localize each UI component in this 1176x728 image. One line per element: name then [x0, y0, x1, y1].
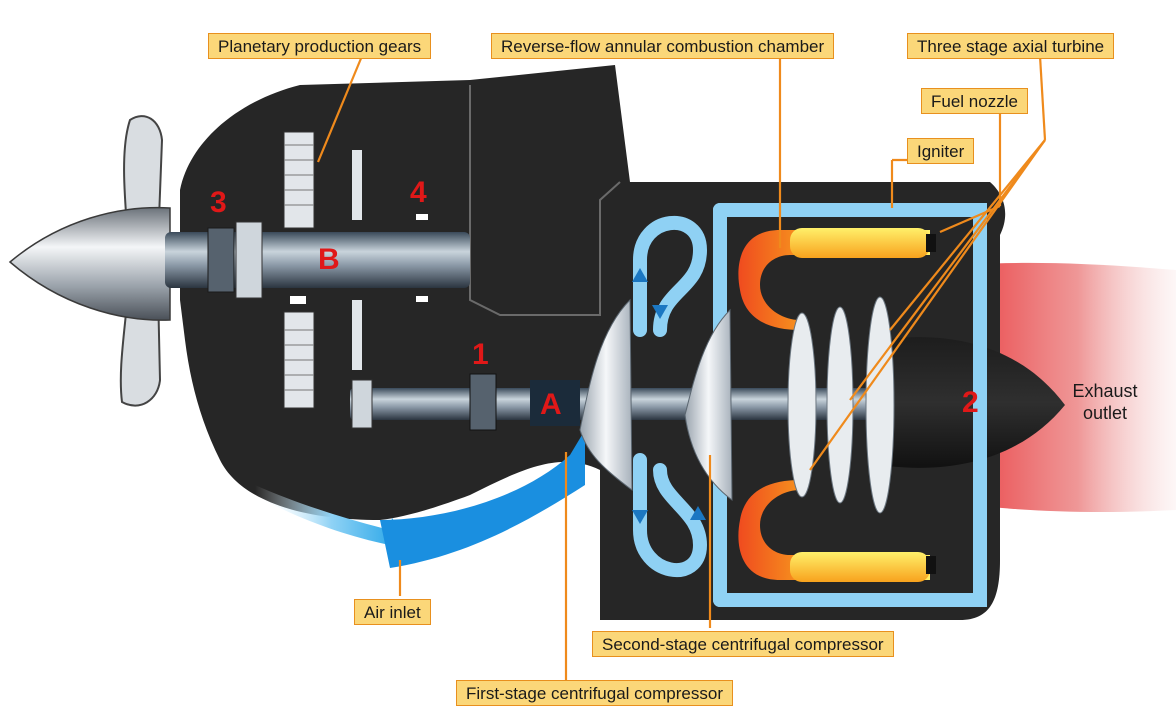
combustion-chamber-top [738, 228, 930, 330]
callout-leaders [316, 55, 1047, 680]
marker-a: A [540, 388, 562, 421]
second-stage-impeller [684, 308, 733, 502]
ring-gear-white-marks [290, 296, 306, 304]
planetary-gears-top [283, 131, 362, 229]
shaft-coupling-a [530, 380, 580, 426]
exhaust-outlet-label: Exhaust outlet [1060, 380, 1150, 424]
second-stage-compressor-label: Second-stage centrifugal compressor [592, 631, 894, 657]
fuel-nozzle-top [926, 234, 936, 252]
bearing-1 [469, 373, 497, 431]
exhaust-line-1: Exhaust [1072, 381, 1138, 401]
combustion-chamber-label: Reverse-flow annular combustion chamber [491, 33, 835, 59]
turbine-disc-1 [787, 312, 817, 498]
inlet-duct [380, 430, 585, 568]
combustion-chamber-bottom [738, 480, 930, 582]
gear-shaft-b [235, 221, 263, 299]
planetary-gears-bottom [283, 300, 362, 409]
marker-1: 1 [472, 338, 489, 371]
marker-4: 4 [410, 176, 427, 209]
air-inlet-label: Air inlet [354, 599, 431, 625]
igniter-label: Igniter [907, 138, 975, 164]
exhaust-line-2: outlet [1082, 403, 1128, 423]
planetary-gears-label: Planetary production gears [208, 33, 432, 59]
air-inlet-arrow [255, 485, 408, 556]
propeller-spinner [8, 206, 171, 321]
axial-turbine-label: Three stage axial turbine [907, 33, 1115, 59]
marker-b: B [318, 243, 340, 276]
airflow-arrows [632, 268, 706, 524]
exhaust-cone [880, 337, 1065, 468]
first-stage-impeller [579, 298, 633, 492]
fuel-nozzle-label: Fuel nozzle [921, 88, 1028, 114]
marker-3: 3 [210, 186, 227, 219]
turbine-disc-2 [826, 306, 854, 504]
marker-2: 2 [962, 386, 979, 419]
ring-gear-mark-4b [416, 296, 428, 302]
first-stage-compressor-label: First-stage centrifugal compressor [456, 680, 733, 706]
reduction-gear-small [351, 379, 373, 429]
ring-gear-mark-4 [416, 214, 428, 220]
bearing-3 [207, 227, 235, 293]
fuel-nozzle-bottom [926, 556, 936, 574]
